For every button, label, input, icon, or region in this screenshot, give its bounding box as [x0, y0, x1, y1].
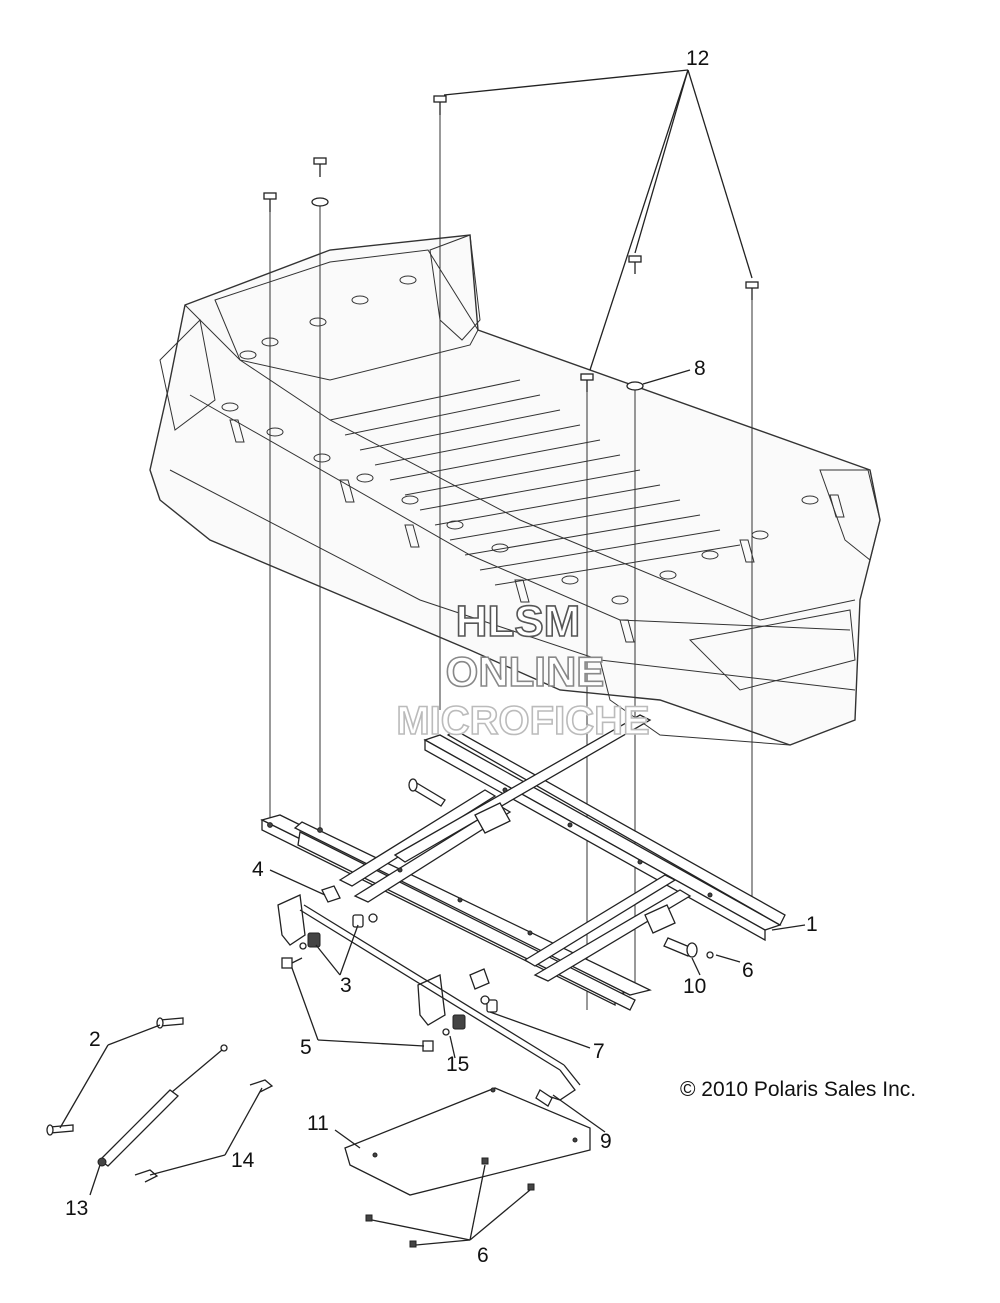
- bolt-icon: [580, 373, 594, 392]
- part-label-10: 10: [683, 975, 706, 998]
- part-label-8: 8: [694, 357, 706, 380]
- leader-lines: [59, 69, 806, 1246]
- part-label-2: 2: [89, 1028, 101, 1051]
- skid-plate-icon: [344, 1087, 591, 1196]
- clip-icon: [134, 1079, 274, 1183]
- pin-icon: [408, 778, 446, 807]
- screw-icon: [527, 1183, 535, 1191]
- watermark-line-2: ONLINE: [446, 648, 605, 695]
- part-label-12: 12: [686, 47, 709, 70]
- bumper-icon: [307, 932, 321, 948]
- part-label-4: 4: [252, 858, 264, 881]
- part-label-7: 7: [593, 1040, 605, 1063]
- cargo-frame: [260, 714, 786, 1011]
- latch-assembly: [277, 885, 581, 1107]
- floor-ribs: [329, 379, 741, 586]
- part-label-5: 5: [300, 1036, 312, 1059]
- watermark-line-3: MICROFICHE: [396, 699, 649, 743]
- part-label-13: 13: [65, 1197, 88, 1220]
- bolt-icon: [263, 192, 277, 212]
- part-label-6-right: 6: [742, 959, 754, 982]
- part-label-9: 9: [600, 1130, 612, 1153]
- part-label-14: 14: [231, 1149, 255, 1172]
- part-labels: 12 8 1 6 10 7 9 4 3 5 15 2 11 14 13 6: [65, 47, 818, 1267]
- cargo-box: [149, 234, 881, 746]
- bolts-12: [263, 95, 759, 392]
- washer-icon: [626, 381, 644, 391]
- washer-icon: [311, 197, 329, 207]
- bumper-icon: [352, 914, 364, 928]
- pin-icon: [46, 1124, 74, 1136]
- bumper-icon: [486, 999, 498, 1013]
- bolt-icon: [313, 157, 327, 177]
- bolt-icon: [433, 95, 447, 115]
- part-label-15: 15: [446, 1053, 469, 1076]
- part-label-1: 1: [806, 913, 818, 936]
- screw-icon: [409, 1240, 417, 1248]
- part-label-11: 11: [307, 1112, 329, 1135]
- bumper-icon: [452, 1014, 466, 1030]
- watermark-line-1: HLSM: [456, 597, 581, 646]
- copyright-notice: © 2010 Polaris Sales Inc.: [680, 1078, 916, 1101]
- part-label-6-bottom: 6: [477, 1244, 489, 1267]
- pivot-pin-icon: [663, 937, 714, 959]
- bolt-icon: [745, 281, 759, 300]
- part-label-3: 3: [340, 974, 352, 997]
- tie-down-hooks: [229, 419, 845, 643]
- screw-icon: [481, 1157, 489, 1165]
- bolt-icon: [281, 957, 303, 969]
- watermark: HLSM ONLINE MICROFICHE: [396, 596, 651, 744]
- alignment-lines: [269, 115, 753, 1010]
- gas-strut-icon: [97, 1044, 228, 1167]
- bolt-icon: [628, 255, 642, 274]
- bolt-icon: [422, 1040, 434, 1052]
- screw-icon: [365, 1214, 373, 1222]
- pin-icon: [156, 1017, 184, 1029]
